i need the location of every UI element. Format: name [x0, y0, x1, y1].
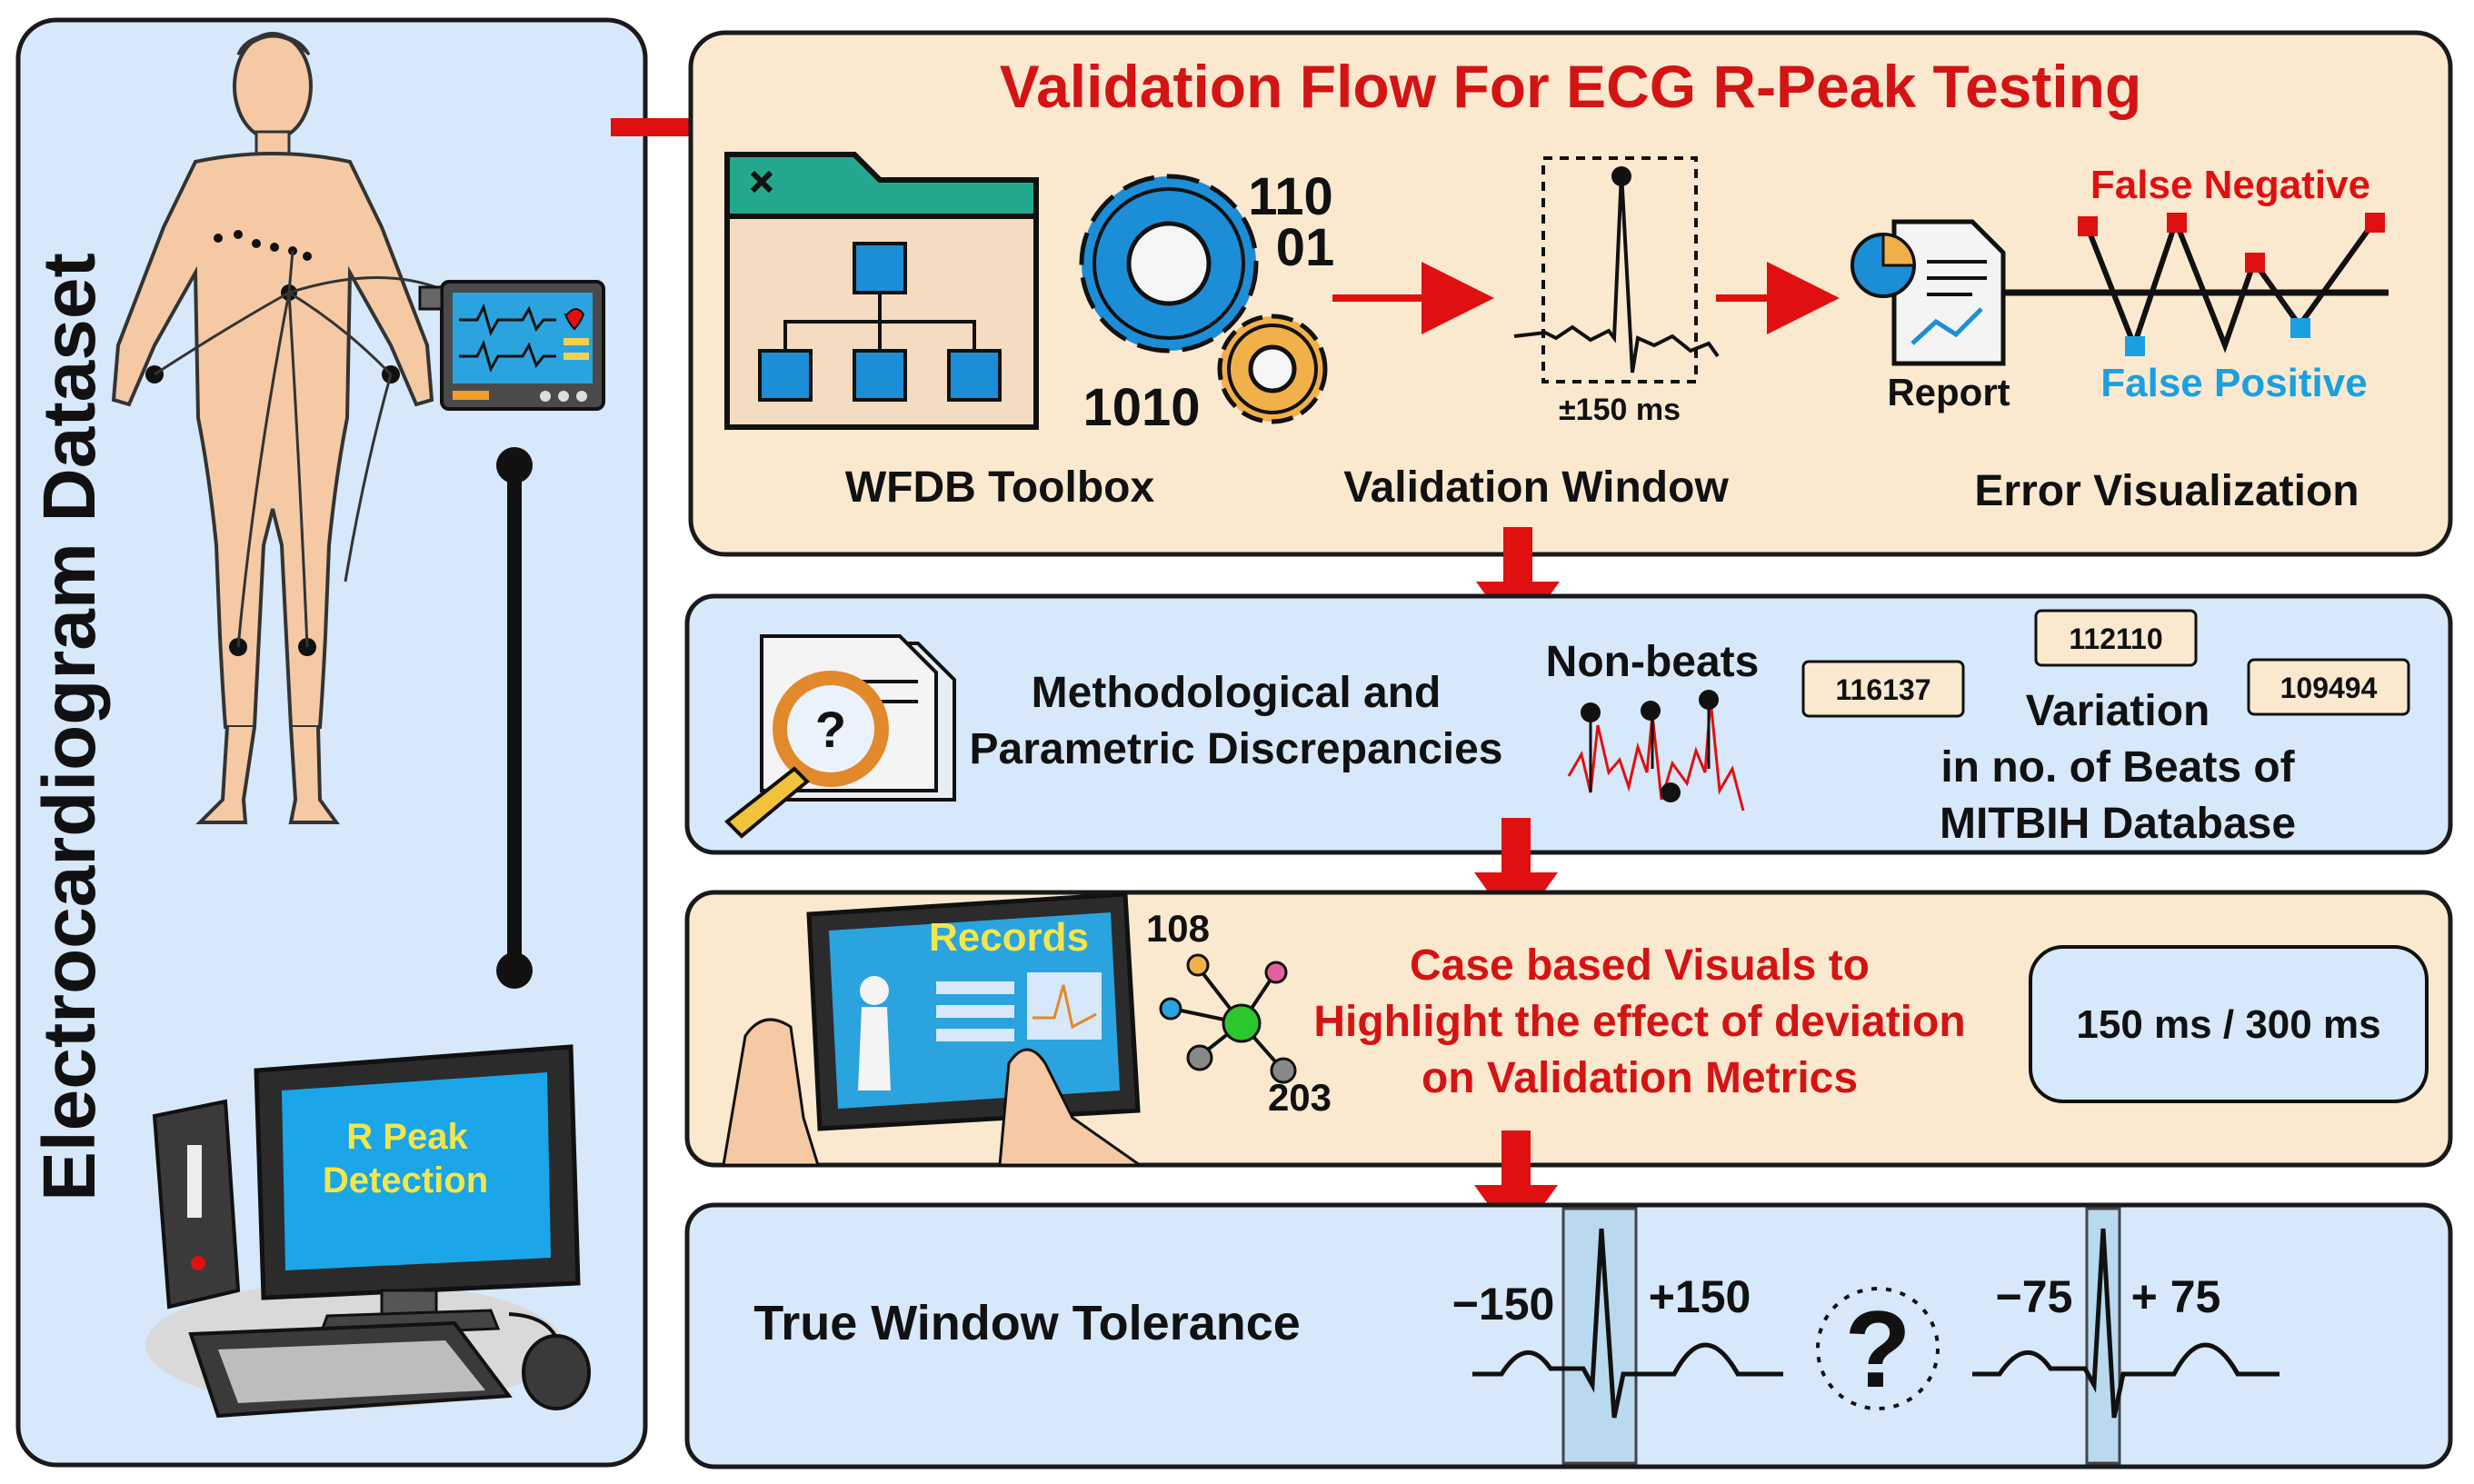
- beat-count-box-3: [2247, 658, 2410, 716]
- report-label: Report: [1887, 371, 2010, 413]
- tolerance-narrow-right: + 75: [2131, 1271, 2221, 1322]
- tolerance-narrow-left: −75: [1996, 1271, 2073, 1322]
- beat-count-box-2: [2034, 609, 2198, 667]
- beat-count-box-1: [1801, 660, 1965, 718]
- left-panel-title: Electrocardiogram Dataset: [28, 253, 111, 1201]
- left-panel: Electrocardiogram Dataset: [15, 17, 648, 1468]
- error-visualization-label: Error Visualization: [1974, 467, 2359, 515]
- tolerance-wide-right: +150: [1649, 1271, 1751, 1322]
- nonbeats-signal: [1567, 690, 1745, 812]
- computer-icon: R Peak Detection: [145, 1044, 591, 1419]
- validation-window-label: Validation Window: [1343, 463, 1729, 512]
- monitor-text-line2: Detection: [323, 1160, 488, 1200]
- validation-window-icon: [1513, 156, 1720, 383]
- panel4-title: True Window Tolerance: [753, 1296, 1301, 1350]
- panel-true-window: True Window Tolerance −150 +150 ? −75 + …: [684, 1202, 2453, 1469]
- ecg-monitor-icon: [418, 280, 605, 411]
- ecg-complex-wide-window: [1472, 1207, 1783, 1465]
- beat-count-2: 112110: [2069, 622, 2162, 655]
- binary-text-3: 1010: [1082, 378, 1200, 437]
- ecg-complex-narrow-window: [1972, 1207, 2279, 1465]
- panel-discrepancies: ? Methodological and Parametric Discrepa…: [684, 593, 2453, 855]
- monitor-text-line1: R Peak: [346, 1117, 468, 1157]
- flow-arrow-down-2: [1474, 818, 1558, 931]
- false-negative-label: False Negative: [2090, 163, 2370, 207]
- case-text-line1: Case based Visuals to: [1410, 941, 1870, 990]
- tablet-records-icon: Records: [722, 891, 1144, 1167]
- flow-arrow-down-1: [1476, 527, 1560, 640]
- panel1-title: Validation Flow For ECG R-Peak Testing: [1000, 53, 2142, 120]
- svg-text:?: ?: [815, 701, 846, 758]
- record-number-1: 108: [1146, 907, 1210, 950]
- window-options-text: 150 ms / 300 ms: [2076, 1002, 2380, 1047]
- panel-case-visuals: Records 108 203 Case based Visu: [684, 890, 2453, 1168]
- tablet-records-title: Records: [929, 915, 1089, 960]
- network-node-icon: [1159, 953, 1297, 1084]
- vertical-connector: [496, 447, 533, 989]
- discrepancy-text-line1: Methodological and: [1032, 669, 1442, 717]
- human-body-illustration: [111, 32, 446, 824]
- binary-text-1: 110: [1248, 167, 1333, 226]
- report-icon: [1851, 219, 2006, 366]
- nonbeats-label: Non-beats: [1546, 638, 1760, 686]
- document-magnifier-icon: ?: [723, 634, 956, 839]
- case-text-line2: Highlight the effect of deviation: [1313, 998, 1965, 1046]
- case-text-line3: on Validation Metrics: [1422, 1054, 1858, 1102]
- binary-text-2: 01: [1276, 218, 1335, 277]
- panel-validation-flow: Validation Flow For ECG R-Peak Testing 1…: [688, 30, 2453, 557]
- flow-arrow-down-3: [1474, 1130, 1558, 1243]
- variation-text-line2: in no. of Beats of: [1940, 743, 2295, 792]
- false-positive-label: False Positive: [2100, 361, 2367, 405]
- gear-icon: [1079, 174, 1328, 424]
- window-tolerance-label: ±150 ms: [1559, 393, 1681, 427]
- wfdb-label: WFDB Toolbox: [845, 463, 1155, 512]
- error-visualization-chart: [2003, 213, 2389, 356]
- beat-count-1: 116137: [1835, 673, 1930, 706]
- question-mark: ?: [1844, 1289, 1910, 1410]
- window-options-box: [2029, 945, 2429, 1103]
- folder-network-icon: [724, 152, 1039, 430]
- variation-text-line3: MITBIH Database: [1940, 800, 2296, 848]
- record-number-2: 203: [1268, 1076, 1332, 1119]
- variation-text-line1: Variation: [2026, 687, 2210, 735]
- beat-count-3: 109494: [2280, 672, 2378, 704]
- question-icon: [1816, 1287, 1940, 1410]
- discrepancy-text-line2: Parametric Discrepancies: [969, 725, 1502, 773]
- tolerance-wide-left: −150: [1452, 1279, 1555, 1330]
